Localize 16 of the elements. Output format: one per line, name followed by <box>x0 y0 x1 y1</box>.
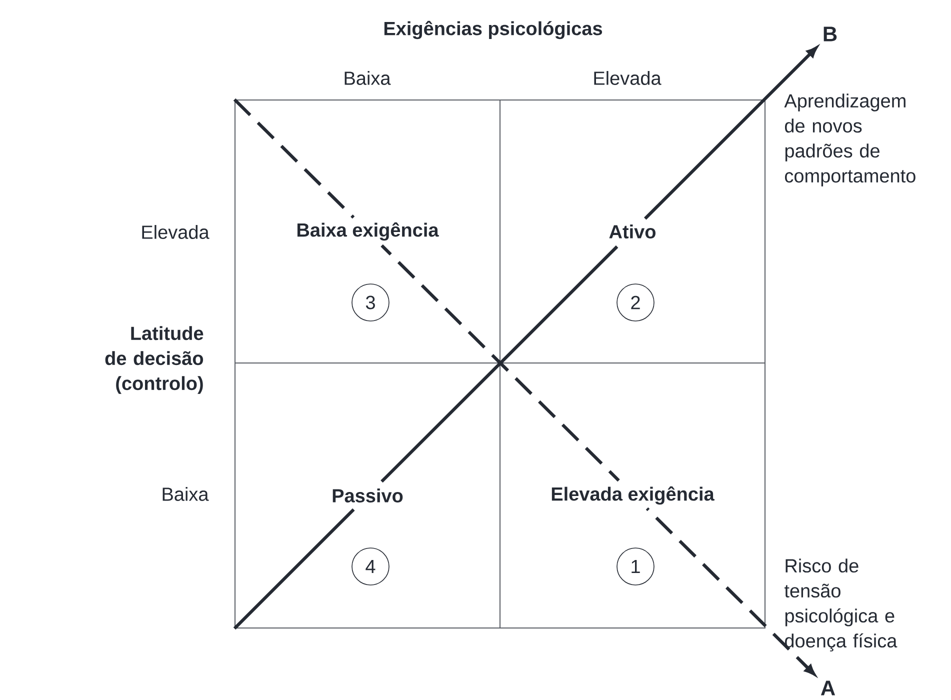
circled-number: 4 <box>352 548 390 586</box>
axis-letter: A <box>820 680 836 696</box>
circled-number: 3 <box>352 284 390 322</box>
axis-title: Latitude de decisão (controlo) <box>105 326 204 394</box>
circled-number: 2 <box>616 284 654 322</box>
axis-value: Baixa <box>162 487 209 501</box>
note-text: Risco de tensão psicológica e doença física <box>784 558 898 652</box>
axis-title: Exigências psicológicas <box>384 20 602 40</box>
arrow <box>233 46 818 630</box>
circled-number: 1 <box>616 548 654 586</box>
axis-value: Elevada <box>142 225 210 239</box>
axis-value: Elevada <box>594 71 662 85</box>
arrow <box>233 98 816 676</box>
axis-value: Baixa <box>344 71 391 85</box>
axis-letter: B <box>824 26 837 42</box>
note-text: Aprendizagem de novos padrões de comportamento <box>784 94 916 186</box>
